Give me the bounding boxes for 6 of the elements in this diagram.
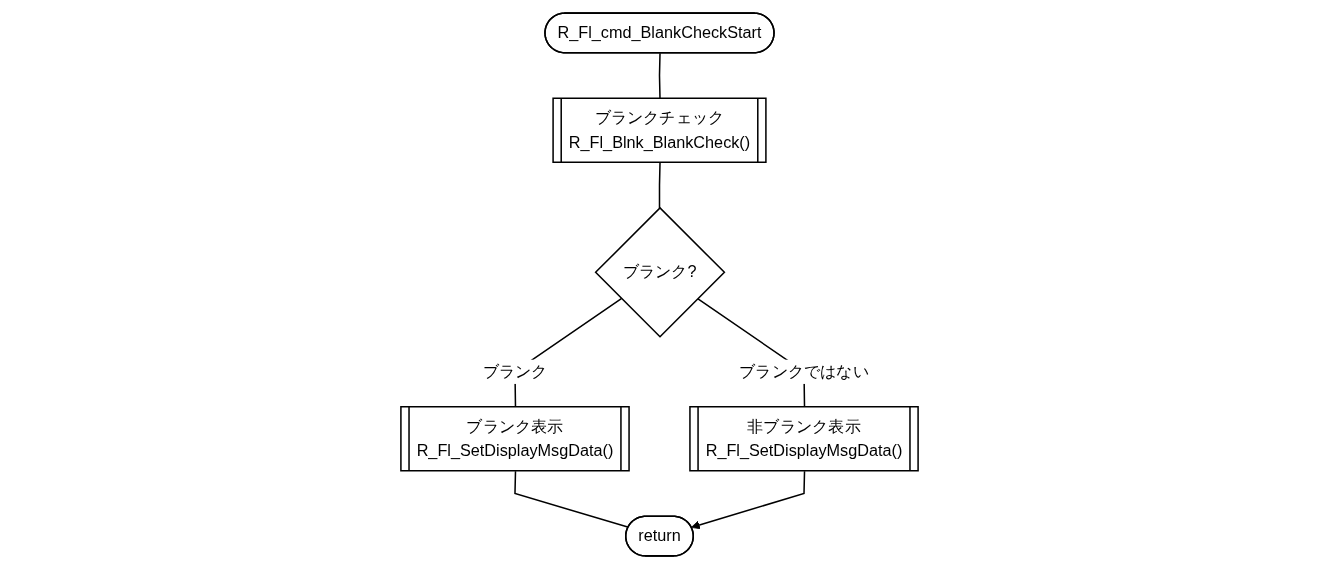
connector [658,162,661,209]
connector [514,470,630,529]
arrow [691,470,806,530]
node-diamond: ブランク? [594,206,726,338]
edge-label: ブランクではない [739,362,869,380]
edge-label: ブランク [482,362,548,380]
